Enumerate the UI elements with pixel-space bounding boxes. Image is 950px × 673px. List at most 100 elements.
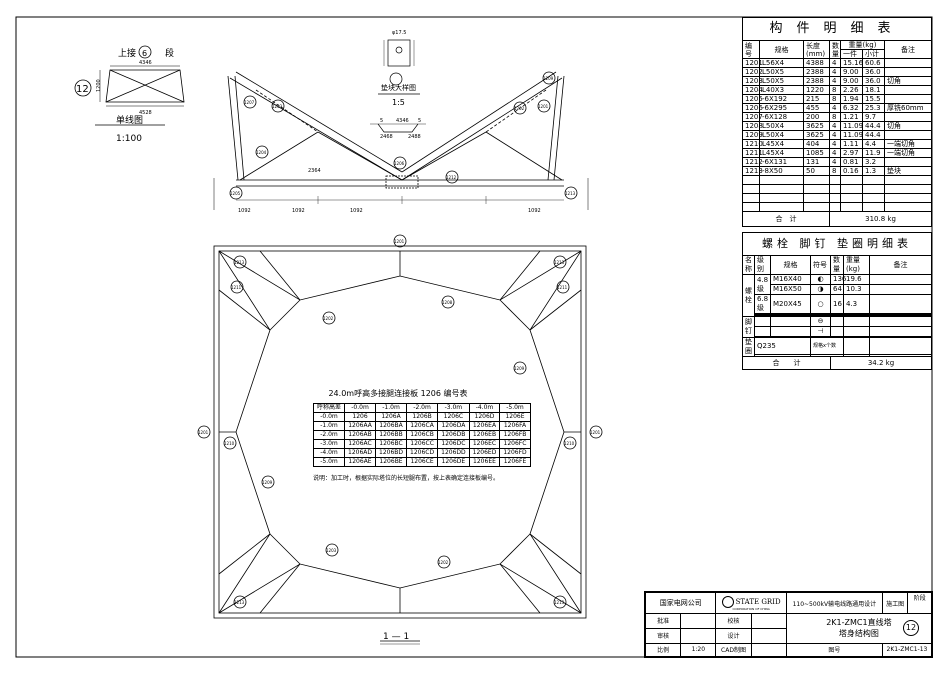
cell: 1206DB	[437, 430, 470, 440]
cell: 4	[829, 121, 841, 131]
table-row: 脚钉 ⊖	[742, 316, 933, 338]
cell: 1206E	[499, 412, 531, 422]
logo-subtext: CORPORATION OF CHINA	[732, 606, 770, 611]
cell: L45X4	[759, 148, 804, 158]
joint-col-2: -1.0m	[375, 403, 408, 413]
drawing-no-label: 图号	[785, 642, 883, 658]
cell: M20X45	[770, 294, 811, 314]
cell: 3625	[803, 121, 830, 131]
cell: 1206EA	[468, 421, 501, 431]
drawing-name-1: 2K1-ZMC1直线塔	[826, 618, 892, 628]
project-name: 110~500kV输电线路通用设计	[785, 592, 883, 614]
plan-mark-1201-w: 1201	[198, 430, 209, 435]
table-row: M16X50 ◑ 64 10.3	[743, 284, 933, 295]
cell: -1.0m	[312, 421, 346, 431]
cell: -3.0m	[312, 439, 346, 449]
single-line-top-dim: 4346	[139, 60, 152, 66]
cell: 1206	[742, 103, 763, 113]
bolts-total-label: 合 计	[742, 356, 831, 370]
cell: 44.4	[862, 130, 885, 140]
cell	[883, 130, 933, 140]
cell: 切角	[883, 121, 933, 131]
col-length: 长度(mm)	[803, 40, 830, 59]
cell: 36.0	[862, 67, 885, 77]
cell: 15.16	[840, 58, 863, 68]
title-block-table: 国家电网公司 STATE GRID CORPORATION OF CHINA 1…	[644, 592, 933, 658]
plan-mark-1202: 1202	[323, 316, 334, 321]
cell: 1205	[742, 94, 763, 104]
cell: -0.0m	[312, 412, 346, 422]
plan-section-label: 1 — 1	[383, 632, 409, 642]
col-spec: 规格	[770, 255, 811, 275]
cell: 1206BE	[375, 457, 408, 467]
col-weight: 重量(kg)	[843, 255, 870, 275]
cell: 4	[829, 157, 841, 167]
cell: 1206FE	[499, 457, 531, 467]
bolt-symbol-icon: ◑	[810, 284, 831, 295]
cell: 1206EE	[468, 457, 501, 467]
cell: 8	[829, 166, 841, 176]
drawing-no: 2K1-ZMC1-13	[881, 642, 933, 658]
table-row	[742, 184, 933, 194]
cell: L50X4	[759, 121, 804, 131]
cell: 1206EC	[468, 439, 501, 449]
detail-scale: 1:5	[392, 98, 405, 107]
cell: 25.3	[862, 103, 885, 113]
cell: 16	[830, 294, 844, 314]
cell: 1085	[803, 148, 830, 158]
cell: M16X40	[770, 274, 811, 285]
col-remark: 备注	[868, 255, 933, 275]
cell: 1206FA	[499, 421, 531, 431]
cell: 1212	[742, 157, 763, 167]
col-weight-one: 一件	[840, 49, 863, 59]
elevation-mark-1203: 1203	[272, 104, 283, 109]
cell: 1.94	[840, 94, 863, 104]
cell: 1206BD	[375, 448, 408, 458]
parts-total-row: 合 计 310.8 kg	[742, 211, 933, 227]
cell: 1206DD	[437, 448, 470, 458]
cell: 1206ED	[468, 448, 501, 458]
cell: 1206A	[375, 412, 408, 422]
plan-drawing	[197, 234, 603, 645]
joint-table-header: 呼称高差 -0.0m -1.0m -2.0m -3.0m -4.0m -5.0m	[312, 403, 531, 413]
cell: 4388	[803, 58, 830, 68]
elevation-dim-top: 2364	[308, 168, 321, 174]
col-qty: 数量	[830, 255, 844, 275]
elevation-mark-1209: 1209	[543, 76, 554, 81]
cell: 4	[829, 130, 841, 140]
cell: 1209	[742, 130, 763, 140]
washer-name: 垫圈	[742, 337, 755, 357]
elevation-mark-1205: 1205	[230, 191, 241, 196]
cell	[883, 157, 933, 167]
cell: 215	[803, 94, 830, 104]
elevation-mark-1212: 1212	[446, 175, 457, 180]
cell: 1206B	[406, 412, 439, 422]
col-name: 名称	[742, 255, 755, 275]
cell: 2.97	[840, 148, 863, 158]
plan-mark-1213-sw: 1213	[234, 600, 245, 605]
cell: 1206FD	[499, 448, 531, 458]
cell: 404	[803, 139, 830, 149]
bolts-title: 螺栓 脚钉 垫圈明细表	[741, 232, 933, 256]
washer-grade: Q235	[754, 336, 811, 356]
cell: 131	[803, 157, 830, 167]
cell: 1206DE	[437, 457, 470, 467]
cell: 1206BB	[375, 430, 408, 440]
elevation-mark-1206: 1206	[394, 161, 405, 166]
drawing-name-2: 塔身结构图	[838, 629, 879, 639]
table-row	[742, 202, 933, 212]
cell: 11.9	[862, 148, 885, 158]
plan-mark-1201: 1201	[394, 239, 405, 244]
company-name: 国家电网公司	[644, 592, 717, 614]
cell: -6X128	[759, 112, 804, 122]
cell: 一端切角	[883, 139, 933, 149]
bolt-symbol-icon: ○	[810, 294, 831, 314]
col-grade: 级别	[754, 255, 771, 275]
